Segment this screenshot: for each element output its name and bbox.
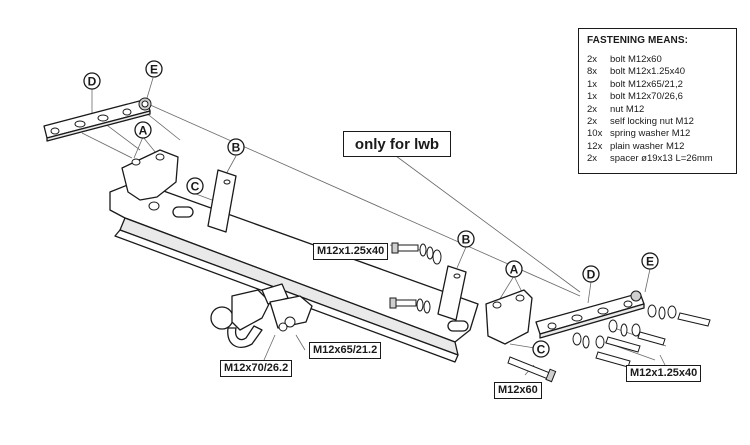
fastening-list: 2x bolt M12x60 8x bolt M12x1.25x40 1x bolt … — [587, 54, 730, 166]
left-bracket — [121, 149, 179, 211]
fastening-item: 10x spring washer M12 — [587, 128, 730, 140]
svg-text:D: D — [88, 75, 97, 89]
fastening-qty: 8x — [587, 66, 598, 78]
fastening-desc: bolt M12x60 — [610, 54, 662, 65]
callout-c-left: C — [186, 177, 204, 195]
fastening-item: 12x plain washer M12 — [587, 141, 730, 153]
svg-text:A: A — [510, 263, 519, 277]
svg-text:D: D — [587, 268, 596, 282]
svg-text:E: E — [646, 255, 654, 269]
fastening-item: 2x bolt M12x60 — [587, 54, 730, 66]
callout-e-left: E — [145, 60, 163, 78]
callout-d-left: D — [83, 72, 101, 90]
fastening-qty: 2x — [587, 153, 598, 165]
fastening-qty: 2x — [587, 116, 598, 128]
fastening-desc: bolt M12x70/26,6 — [610, 91, 683, 103]
fastening-means-panel: FASTENING MEANS: 2x bolt M12x60 8x bolt M1… — [578, 28, 737, 174]
fastening-qty: 2x — [587, 54, 598, 65]
label-m12x70: M12x70/26.2 — [220, 360, 293, 377]
fastening-qty: 1x — [587, 78, 598, 90]
svg-text:C: C — [191, 180, 200, 194]
fastening-item: 1x bolt M12x70/26,6 — [587, 91, 730, 103]
callout-a-left: A — [134, 121, 152, 139]
right-bolt-set — [572, 304, 711, 368]
fastening-qty: 10x — [587, 128, 603, 140]
svg-text:E: E — [150, 63, 158, 77]
right-bracket — [485, 289, 533, 345]
fastening-desc: plain washer M12 — [610, 140, 685, 152]
callout-d-right: D — [582, 265, 600, 283]
fastening-item: 1x bolt M12x65/21,2 — [587, 79, 730, 91]
fastening-qty: 2x — [587, 103, 598, 115]
tow-ball-assembly — [210, 283, 313, 348]
label-m12x60: M12x60 — [494, 382, 542, 399]
fastening-desc: bolt M12x1.25x40 — [610, 66, 685, 78]
only-for-lwb-note: only for lwb — [343, 131, 451, 157]
fastening-item: 2x nut M12 — [587, 104, 730, 116]
fastening-qty: 1x — [587, 91, 598, 103]
label-m12x65: M12x65/21.2 — [309, 342, 382, 359]
side-plate-left — [43, 97, 152, 142]
middle-bolt-set — [389, 242, 442, 314]
callout-e-right: E — [641, 252, 659, 270]
fastening-desc: bolt M12x65/21,2 — [610, 78, 683, 90]
right-vertical-plate — [437, 265, 469, 332]
fastening-desc: spacer ø19x13 L=26mm — [610, 153, 713, 165]
label-m12x1-25x40-right: M12x1.25x40 — [626, 365, 702, 382]
svg-text:B: B — [232, 141, 241, 155]
m12x60-bolt — [507, 356, 557, 383]
callout-b-right: B — [457, 230, 475, 248]
crossbar — [109, 179, 479, 363]
fastening-desc: spring washer M12 — [610, 128, 691, 140]
callout-a-right: A — [505, 260, 523, 278]
left-vertical-plate — [172, 169, 237, 233]
svg-text:B: B — [462, 233, 471, 247]
svg-text:C: C — [537, 343, 546, 357]
callout-b-left: B — [227, 138, 245, 156]
label-m12x1-25x40-mid: M12x1.25x40 — [313, 243, 389, 260]
fastening-title: FASTENING MEANS: — [587, 35, 689, 46]
fastening-item: 2x self locking nut M12 — [587, 116, 730, 128]
side-plate-right — [535, 290, 645, 339]
callout-c-right: C — [532, 340, 550, 358]
fastening-desc: nut M12 — [610, 103, 645, 115]
fastening-item: 8x bolt M12x1.25x40 — [587, 66, 730, 78]
fastening-desc: self locking nut M12 — [610, 116, 694, 128]
fastening-item: 2x spacer ø19x13 L=26mm — [587, 153, 730, 165]
fastening-qty: 12x — [587, 140, 603, 152]
svg-text:A: A — [139, 124, 148, 138]
